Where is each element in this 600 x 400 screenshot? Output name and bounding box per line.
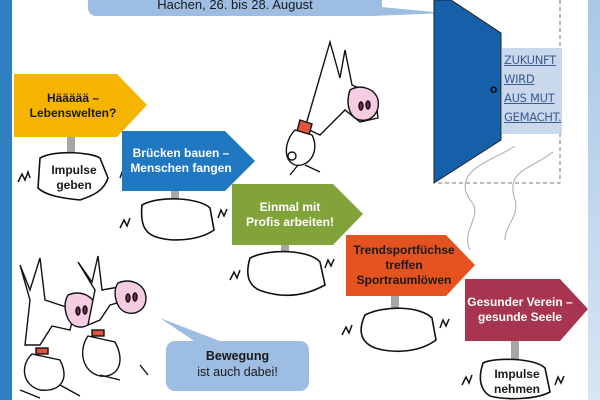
rock (479, 358, 551, 400)
event-date-location: Hachen, 26. bis 28. August (157, 0, 313, 12)
sign-shape-lebenswelten (14, 74, 147, 137)
running-character (285, 39, 379, 176)
running-characters-pair (19, 255, 149, 399)
sign-label-line: Sportraumlöwen (356, 273, 452, 287)
door-frame-outline (434, 0, 561, 184)
rock (140, 198, 215, 241)
speech-bubble-heading: Bewegung (205, 349, 270, 363)
motto-line: AUS MUT (504, 91, 555, 105)
squiggle-line (464, 145, 516, 251)
sign-shape-gesunder-verein (465, 279, 588, 341)
open-door (433, 0, 502, 184)
sign-label-line: Menschen fangen (130, 161, 232, 175)
rock (360, 307, 437, 353)
sign-bruecken-bauen: Brücken bauen – Menschen fangen (122, 131, 240, 191)
door-handle-icon: o (490, 82, 497, 96)
sign-post (67, 137, 75, 159)
sign-label-line: Trendsportfüchse (353, 243, 455, 257)
left-frame-bar (0, 0, 12, 400)
motto-line: WIRD (504, 72, 535, 86)
speech-bubble-text: ist auch dabei! (197, 365, 278, 379)
sign-shape-profis (232, 184, 363, 245)
sign-label-line: Profis arbeiten! (245, 214, 335, 229)
motto-line: GEMACHT. (504, 110, 562, 124)
top-bubble-tail (370, 6, 445, 16)
speech-bubble-bewegung: Bewegung ist auch dabei! (166, 341, 309, 391)
sign-label-line: Häääää – (46, 90, 100, 105)
door-motto: ZUKUNFT WIRD AUS MUT GEMACHT. (502, 48, 562, 134)
sign-label-line: treffen (385, 258, 423, 272)
rock-impulse-nehmen: Impulse nehmen (488, 367, 546, 397)
sign-post (511, 340, 519, 368)
sign-shape-bruecken (122, 131, 255, 191)
sign-label-line: Einmal mit (259, 199, 321, 214)
sign-label-line: Lebenswelten? (29, 105, 117, 120)
rock-label-line: Impulse (51, 163, 97, 177)
rock (247, 250, 326, 297)
rock-label-line: geben (56, 178, 92, 192)
sign-label-line: Gesunder Verein – (467, 295, 573, 309)
sign-lebenswelten: Häääää – Lebenswelten? (14, 74, 132, 137)
rock-impulse-geben: Impulse geben (46, 163, 102, 193)
motto-line: ZUKUNFT (504, 53, 556, 67)
right-frame-bar (588, 0, 600, 400)
sign-label-line: Brücken bauen – (132, 146, 230, 160)
sign-profis-arbeiten: Einmal mit Profis arbeiten! (232, 184, 348, 245)
sign-trendsport: Trendsportfüchse treffen Sportraumlöwen (346, 235, 462, 296)
bottom-bubble-tail (160, 318, 230, 345)
event-info-bubble: Hachen, 26. bis 28. August (88, 0, 382, 16)
rock (37, 151, 109, 201)
rock-label-line: nehmen (493, 382, 540, 396)
sign-post (281, 232, 289, 264)
sign-label-line: gesunde Seele (477, 310, 563, 324)
sign-gesunder-verein: Gesunder Verein – gesunde Seele (465, 279, 575, 341)
squiggle-line (504, 151, 554, 241)
sign-shape-trendsport (346, 235, 475, 296)
rock-label-line: Impulse (494, 367, 540, 381)
